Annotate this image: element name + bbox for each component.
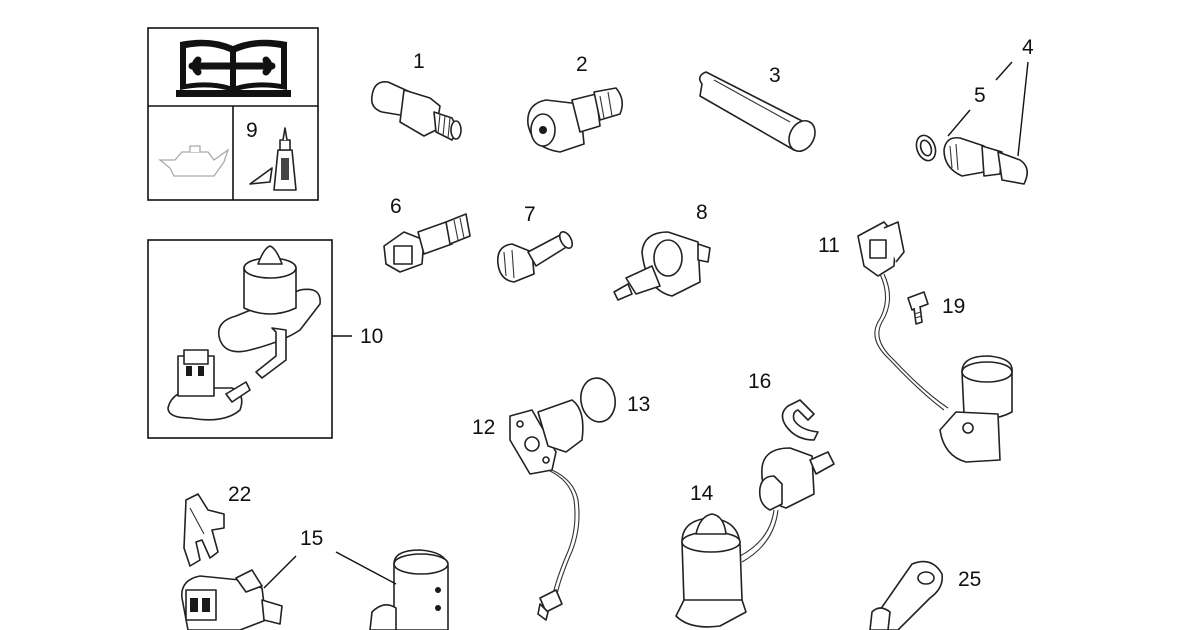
reference-box <box>147 27 319 201</box>
part-10-illustration <box>167 245 321 421</box>
service-manual-icon <box>176 39 291 97</box>
part-7-illustration <box>496 231 574 283</box>
part-14-illustration <box>675 447 835 628</box>
part-15-leaders <box>263 551 397 589</box>
callout-19: 19 <box>942 295 966 318</box>
part-6-illustration <box>383 213 471 273</box>
callout-2: 2 <box>576 53 588 76</box>
part-16-illustration <box>781 399 819 441</box>
callout-14: 14 <box>690 482 714 505</box>
callout-4: 4 <box>1022 36 1034 59</box>
part-22-illustration <box>183 493 225 567</box>
callout-8: 8 <box>696 201 708 224</box>
callout-9: 9 <box>246 119 258 142</box>
part-13-illustration <box>580 377 616 423</box>
sealant-tube-icon <box>249 127 297 191</box>
callout-7: 7 <box>524 203 536 226</box>
callout-3: 3 <box>769 64 781 87</box>
part-3-illustration <box>698 71 816 153</box>
callout-10: 10 <box>360 325 384 348</box>
part-5-illustration <box>915 134 937 162</box>
callout-5: 5 <box>974 84 986 107</box>
callout-6: 6 <box>390 195 402 218</box>
part-2-illustration <box>527 87 624 153</box>
part-4-illustration <box>943 136 1028 185</box>
part-10-frame <box>147 239 333 439</box>
callout-11: 11 <box>818 234 840 257</box>
callout-12: 12 <box>472 416 496 439</box>
part-15-illustration <box>181 549 449 630</box>
oil-can-icon <box>158 145 230 177</box>
part-25-illustration <box>869 560 944 630</box>
callout-16: 16 <box>748 370 772 393</box>
part-11-illustration <box>857 221 1013 463</box>
part-1-illustration <box>370 80 462 141</box>
callout-22: 22 <box>228 483 252 506</box>
callout-25: 25 <box>958 568 982 591</box>
part-12-illustration <box>509 399 584 621</box>
part-4-5-leaders <box>947 61 1029 157</box>
callout-13: 13 <box>627 393 651 416</box>
part-8-illustration <box>613 231 711 301</box>
callout-1: 1 <box>413 50 425 73</box>
callout-15: 15 <box>300 527 324 550</box>
part-19-illustration <box>907 291 929 325</box>
